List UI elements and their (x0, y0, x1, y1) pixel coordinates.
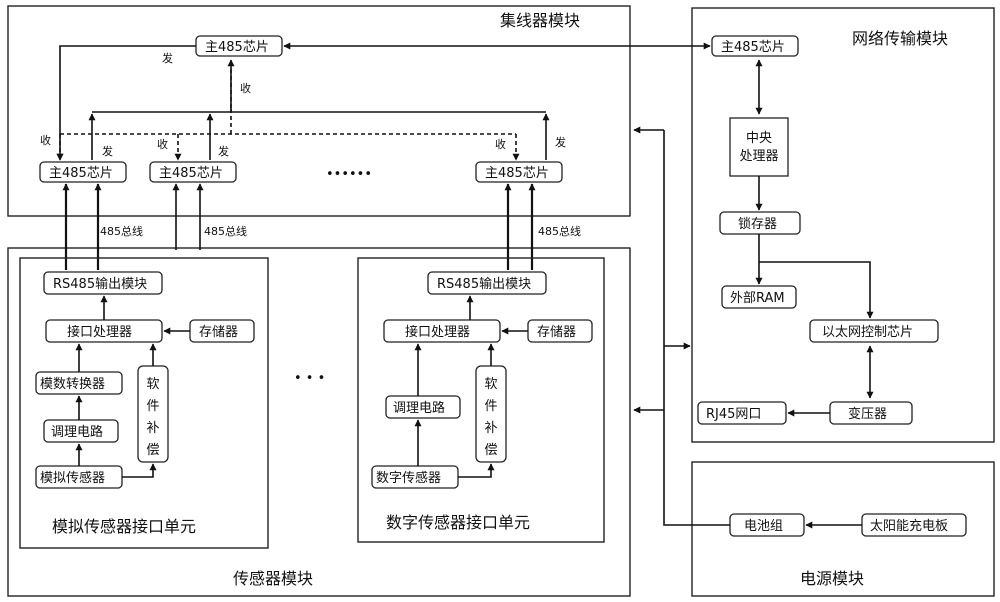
hub-module-title: 集线器模块 (500, 11, 580, 30)
digital-interface-processor-box (383, 319, 501, 343)
power-solar-label: 太阳能充电板 (870, 518, 948, 534)
sensor-module-title: 传感器模块 (233, 569, 313, 588)
analog-adc-label: 模数转换器 (40, 377, 105, 392)
digital-software-comp-label: 软件补偿 (484, 377, 497, 458)
net-cpu-box (729, 117, 789, 177)
hub-module-frame (7, 5, 631, 217)
sensor-module-frame (7, 247, 631, 597)
analog-interface-processor-label: 接口处理器 (67, 324, 132, 340)
hub-send-down-wire (56, 45, 196, 161)
hub-send-label-1: 发 (102, 144, 113, 158)
digital-interface-processor-label: 接口处理器 (405, 324, 470, 340)
hub-master-chip-1 (39, 161, 127, 183)
hub-master-chip-top-label: 主485芯片 (205, 40, 269, 55)
analog-unit-title: 模拟传感器接口单元 (52, 517, 196, 536)
analog-memory-label: 存储器 (199, 325, 238, 340)
analog-sensor-label: 模拟传感器 (40, 470, 105, 486)
digital-conditioning-box (385, 395, 461, 419)
hub-master-chip-2 (149, 161, 237, 183)
bus-label-2: 485总线 (204, 224, 247, 238)
net-cpu-label: 中央处理器 (739, 131, 778, 164)
analog-software-comp-label: 软件补偿 (146, 377, 159, 458)
network-module-title: 网络传输模块 (852, 29, 948, 48)
net-eth-ctrl-label: 以太网控制芯片 (822, 325, 913, 340)
bus-label-1: 485总线 (100, 224, 143, 238)
net-rj45-label: RJ45网口 (706, 407, 761, 422)
net-transformer-label: 变压器 (848, 406, 887, 422)
digital-sensor-to-comp (458, 463, 495, 478)
sensor-ellipsis: • • • (294, 371, 325, 386)
hub-master-chip-3 (475, 161, 563, 183)
hub-receive-label-2: 收 (157, 137, 168, 151)
digital-rs485-label: RS485输出模块 (437, 276, 531, 292)
net-latch-box (719, 211, 801, 235)
net-master-chip-label: 主485芯片 (721, 40, 785, 55)
analog-unit-frame (19, 257, 269, 549)
analog-rs485-label: RS485输出模块 (53, 276, 147, 292)
digital-sensor-label: 数字传感器 (376, 470, 441, 486)
digital-rs485-box (427, 271, 547, 295)
hub-ellipsis: •••••• (326, 167, 372, 182)
hub-send-label-top: 发 (162, 51, 173, 65)
bus-label-3: 485总线 (538, 224, 581, 238)
power-battery-feed (663, 130, 730, 526)
net-eth-ctrl-box (809, 319, 939, 343)
hub-send-label-3: 发 (555, 135, 566, 149)
digital-conditioning-label: 调理电路 (393, 400, 445, 416)
analog-sensor-to-comp (122, 463, 157, 478)
network-module-frame (691, 7, 995, 443)
analog-conditioning-box (43, 419, 119, 443)
analog-conditioning-label: 调理电路 (51, 424, 103, 440)
net-ext-ram-label: 外部RAM (730, 291, 785, 306)
net-latch-label: 锁存器 (738, 216, 777, 232)
power-module-frame (691, 461, 995, 597)
hub-receive-label-top: 收 (240, 81, 251, 95)
power-battery-label: 电池组 (744, 519, 783, 534)
hub-master-chip-2-label: 主485芯片 (159, 166, 223, 181)
hub-receive-label-1: 收 (40, 133, 51, 147)
analog-rs485-box (43, 271, 163, 295)
net-latch-eth-wire (759, 261, 874, 319)
net-ext-ram-box (721, 285, 797, 309)
net-rj45-box (697, 401, 787, 425)
digital-unit-title: 数字传感器接口单元 (386, 513, 530, 532)
power-module-title: 电源模块 (800, 569, 864, 588)
digital-unit-frame (357, 257, 605, 543)
hub-master-chip-1-label: 主485芯片 (49, 166, 113, 181)
hub-send-label-2: 发 (218, 144, 229, 158)
hub-receive-label-3: 收 (495, 137, 506, 151)
net-master-chip-box (711, 35, 799, 57)
digital-memory-label: 存储器 (537, 325, 576, 340)
hub-master-chip-3-label: 主485芯片 (485, 166, 549, 181)
